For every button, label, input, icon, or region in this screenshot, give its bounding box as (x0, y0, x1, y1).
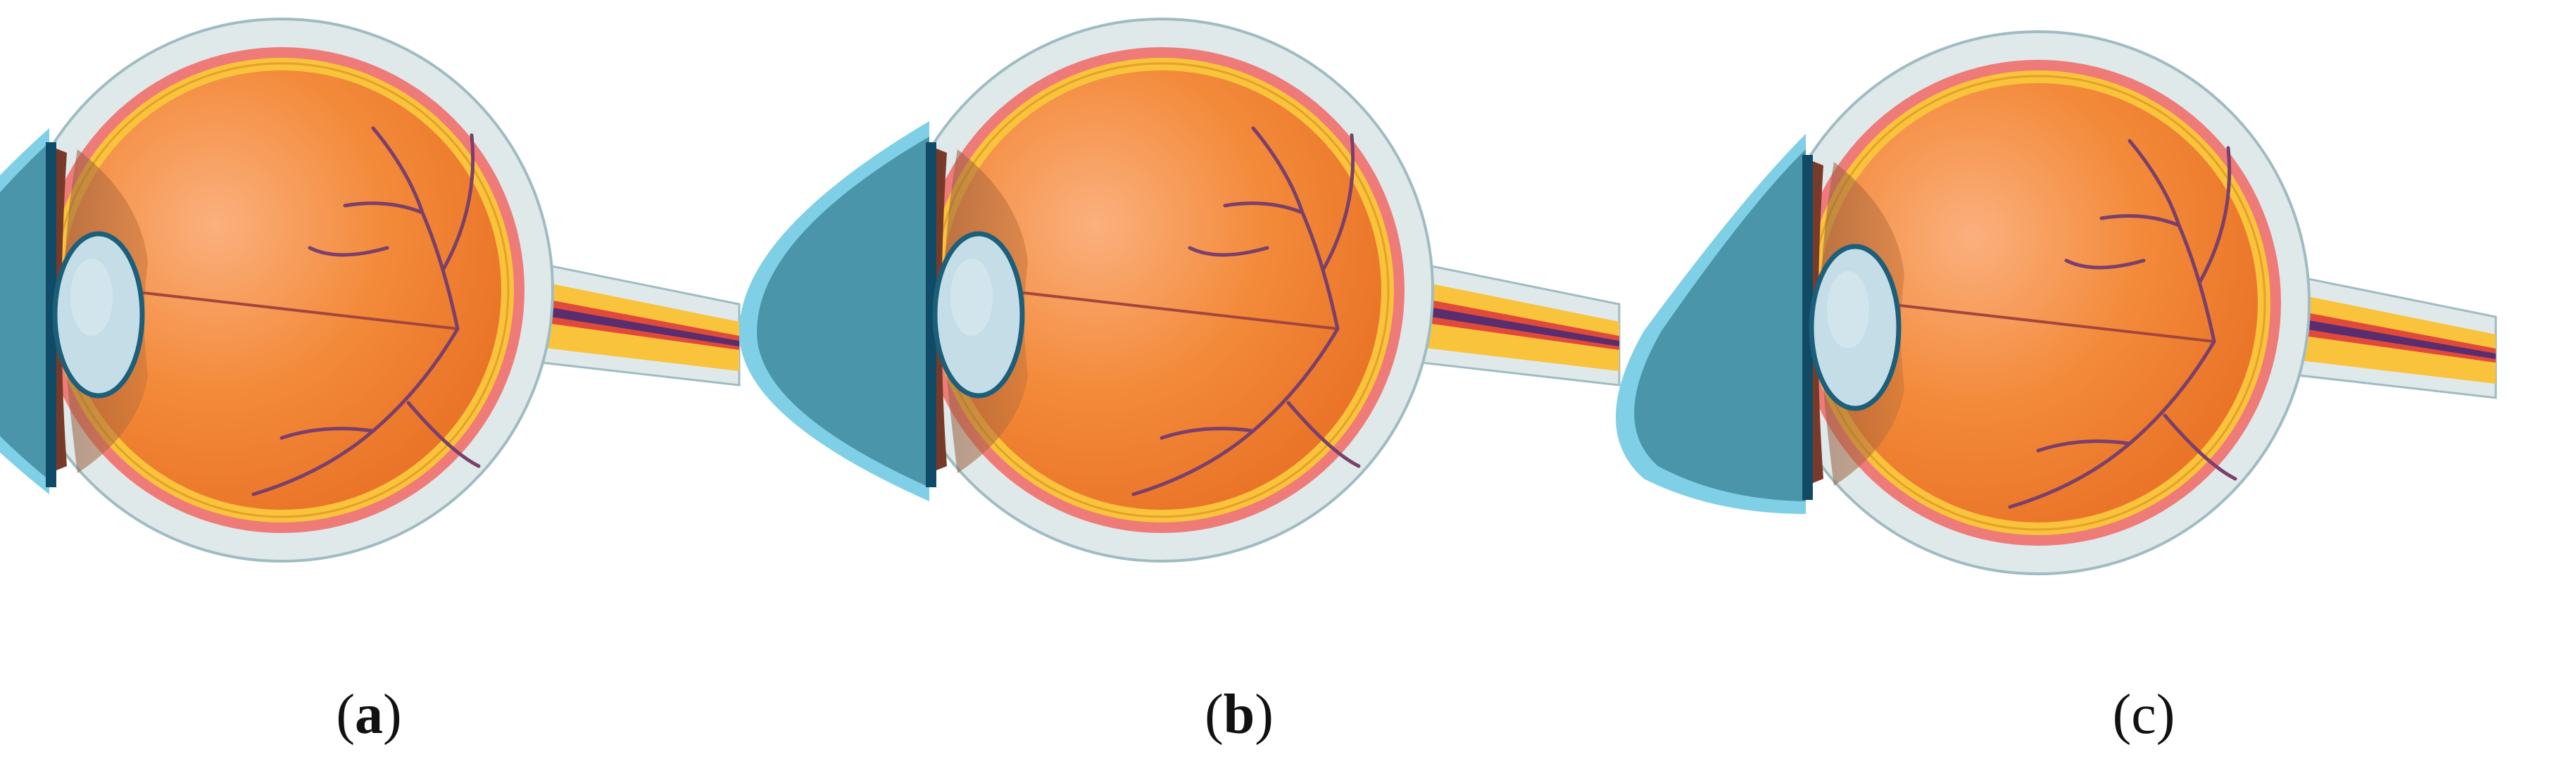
caption-c: (c) (2112, 684, 2175, 746)
caption-b: (b) (1205, 684, 1274, 746)
eye-diagram-b (739, 19, 1619, 561)
caption-a: (a) (336, 684, 402, 746)
cornea-keratoconus (1616, 134, 1806, 514)
eye-diagram-a (0, 19, 739, 561)
cornea-normal (0, 128, 49, 494)
eye-diagram-c (1616, 32, 2496, 574)
cornea-steep (739, 121, 929, 501)
